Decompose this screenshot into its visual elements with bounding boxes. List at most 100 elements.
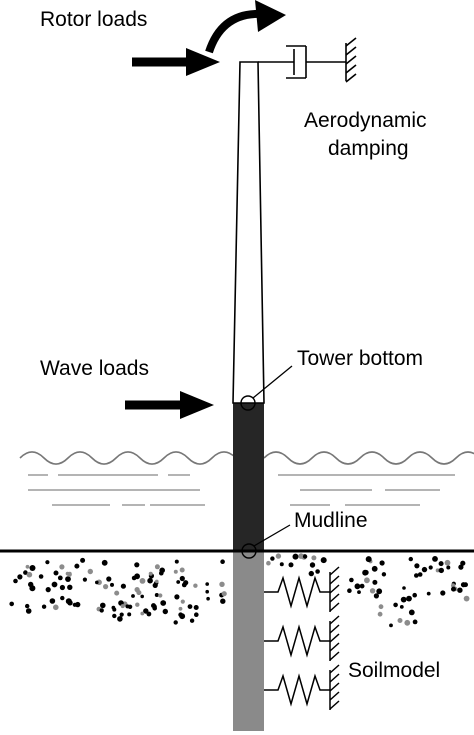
soil-particle [364,577,370,584]
soil-particle [357,590,361,594]
soil-particle [155,579,159,584]
soil-particle [349,577,354,583]
soil-particle [408,609,415,616]
soil-particle [315,569,320,574]
soil-particle [179,567,185,573]
soil-particle [134,573,141,580]
rotor-moment-arrow [205,0,286,54]
soil-particle [397,618,403,623]
soil-particle [49,598,56,604]
soil-particle [438,561,444,567]
soil-particle [205,582,209,586]
soil-particle [95,580,99,585]
soil-particle [159,567,165,574]
mudline-marker [241,543,257,559]
soil-particle [220,598,226,604]
soil-particle [372,579,378,585]
soil-particle [179,575,185,582]
soil-particle [176,580,181,584]
soil-particle [134,587,140,593]
soil-particle [147,577,153,584]
soil-particle [74,563,80,569]
soil-particle [440,590,446,596]
soil-particle [446,565,451,570]
soil-particle [29,565,36,571]
soil-particle [173,569,178,574]
soil-particle [432,556,438,562]
soil-particle [379,560,385,566]
soil-particle [120,604,125,609]
soil-spring-2 [264,615,340,661]
soil-particle [298,553,304,559]
soil-particle [127,612,132,617]
tower-bottom-label: Tower bottom [297,347,423,370]
soil-particle [408,556,413,562]
soil-particle [221,591,227,597]
soil-particle [399,605,404,609]
soil-particle [38,574,44,579]
soil-particle [100,602,106,609]
soil-particle [67,600,73,606]
rotor-loads-label: Rotor loads [40,8,147,31]
soil-particle [309,562,316,568]
soil-particle [404,619,411,626]
soil-particle [393,602,398,608]
soil-particle [279,562,284,567]
soil-particle [112,613,117,619]
soil-particle [347,588,352,593]
soil-particle [65,571,70,576]
soil-particle [373,593,379,599]
soil-particle [119,612,124,617]
soil-particle [114,590,120,596]
soil-particle [194,612,199,617]
soil-particle [101,559,108,566]
soilmodel-label: Soilmodel [348,659,440,682]
soil-particle [400,596,407,603]
soil-particle [154,593,159,597]
soil-particle [174,594,180,600]
soil-particle [45,587,51,593]
soil-particle [179,613,186,620]
soil-particle [117,616,123,622]
soil-particle [45,560,50,565]
soil-particle [450,583,456,588]
soil-particle [162,608,168,615]
soil-particle [131,594,135,598]
soil-particle [451,586,456,592]
soil-particle [320,557,327,564]
soil-particle [120,583,126,589]
soil-particle [438,567,444,574]
soil-particle [275,553,282,559]
soil-particle [402,586,406,590]
soil-particle [23,570,28,575]
soil-particle [139,578,146,584]
soil-particle [75,601,81,608]
soil-particle [292,553,299,560]
soil-particle [65,576,71,582]
monopile-soil-section [233,551,264,731]
soil-particle [106,576,112,582]
soil-particle [53,604,59,611]
wave-load-arrow [125,391,214,419]
soil-particle [354,583,361,590]
soil-particle [421,566,428,573]
aerodynamic-damping-label-line2: damping [328,137,409,160]
soil-particle [154,564,160,570]
soil-particle [417,572,423,577]
soil-particle [140,594,144,599]
soil-particle [111,605,116,610]
wave-loads-label: Wave loads [40,357,149,380]
soil-particle [219,581,225,587]
soil-particle [444,559,451,566]
aerodynamic-damper [258,37,357,83]
soil-particle [460,560,466,566]
soil-particle [13,578,18,584]
monopile-water-section [233,403,264,551]
soil-particle [369,588,376,594]
soil-particle [67,584,73,590]
soil-particle [428,565,433,570]
soil-particle [412,592,418,598]
soil-particle [174,559,179,564]
soil-particle [288,562,294,568]
soil-particle [140,611,145,616]
